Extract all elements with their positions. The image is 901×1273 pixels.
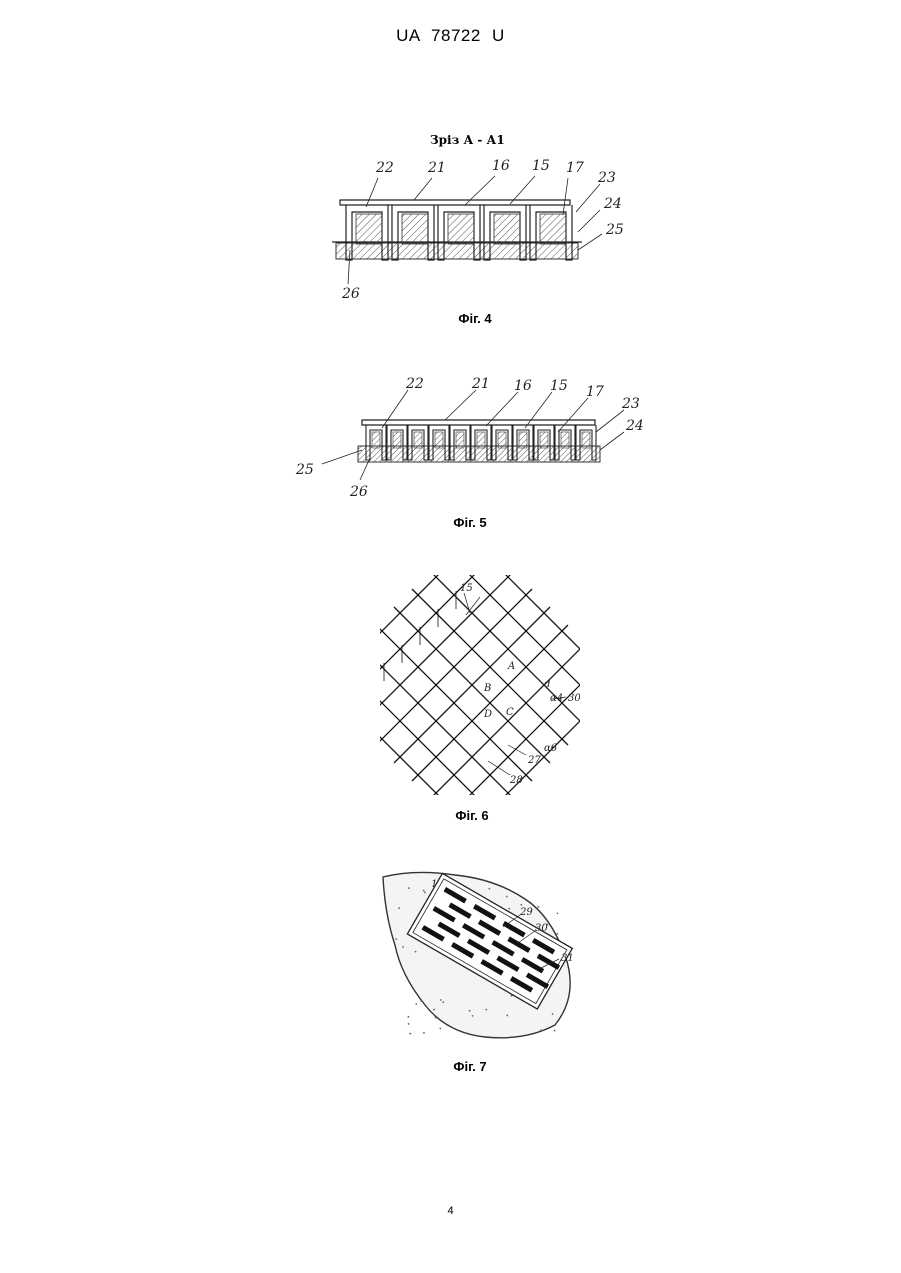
figure-5-drawing: 22 21 16 15 17 23 24 25 26	[290, 370, 670, 510]
fig4-label-24: 24	[603, 196, 622, 212]
fig7-speckle	[520, 904, 522, 906]
fig4-cell-fill	[448, 214, 474, 244]
fig4-cell-fill	[494, 214, 520, 244]
fig4-label-26: 26	[341, 286, 360, 302]
fig5-label-15: 15	[550, 378, 568, 394]
fig5-cell-fill	[540, 432, 548, 448]
figure-6-drawing: 15 27 28 30 A B C D α6 α4 d	[380, 575, 580, 795]
fig7-label-1: 1	[431, 879, 437, 890]
fig5-cell-fill	[435, 432, 443, 448]
fig7-speckle	[423, 1032, 425, 1034]
fig6-label-15: 15	[460, 583, 473, 594]
fig6-label-d: D	[483, 709, 492, 720]
fig5-cell-fill	[582, 432, 590, 448]
fig7-speckle	[420, 1000, 422, 1002]
document-number: UA 78722 U	[0, 26, 901, 46]
fig4-label-17: 17	[566, 160, 584, 176]
fig5-label-23: 23	[621, 396, 640, 412]
fig7-label-30: 30	[535, 923, 548, 934]
fig6-grid-line	[380, 679, 478, 795]
fig7-speckle	[423, 890, 425, 892]
fig5-cell-fill	[498, 432, 506, 448]
fig7-speckle	[398, 907, 400, 909]
fig5-cell-fill	[519, 432, 527, 448]
fig7-speckle	[395, 938, 397, 940]
fig4-cell-fill	[540, 214, 566, 244]
fig7-speckle	[415, 1003, 417, 1005]
fig5-cell-fill	[456, 432, 464, 448]
fig7-speckle	[440, 999, 442, 1001]
fig6-label-28: 28	[509, 775, 523, 786]
fig6-label-d2: d	[544, 679, 550, 690]
fig5-label-26: 26	[349, 484, 368, 500]
fig7-speckle	[506, 1015, 508, 1017]
figure-5-caption: Фіг. 5	[370, 515, 570, 530]
fig7-speckle	[424, 892, 426, 894]
fig7-speckle	[408, 887, 410, 889]
fig5-label-22: 22	[405, 376, 424, 392]
fig7-speckle	[415, 951, 417, 953]
fig7-speckle	[472, 1015, 474, 1017]
fig5-cell-fill	[477, 432, 485, 448]
fig6-label-c: C	[506, 707, 514, 718]
fig4-label-25: 25	[605, 222, 624, 238]
fig7-speckle	[433, 1009, 435, 1011]
fig7-speckle	[508, 908, 510, 910]
fig7-speckle	[469, 1010, 471, 1012]
fig6-grid-line	[380, 643, 514, 795]
fig4-cell-fill	[402, 214, 428, 244]
fig4-label-16: 16	[492, 158, 510, 174]
fig4-label-15: 15	[532, 158, 550, 174]
fig6-label-a6: α6	[544, 743, 558, 754]
fig6-label-b: B	[483, 683, 491, 694]
fig7-speckle	[557, 912, 559, 914]
fig6-label-30: 30	[568, 693, 580, 704]
fig4-label-22: 22	[375, 160, 394, 176]
fig7-speckle	[552, 1013, 554, 1015]
figure-6-caption: Фіг. 6	[372, 808, 572, 823]
figure-4-caption: Фіг. 4	[375, 311, 575, 326]
fig7-speckle	[407, 1016, 409, 1018]
fig5-label-16: 16	[514, 378, 532, 394]
fig7-speckle	[554, 1030, 556, 1032]
fig4-label-23: 23	[597, 170, 616, 186]
fig7-speckle	[402, 946, 404, 948]
fig7-speckle	[439, 1028, 441, 1030]
fig7-speckle	[556, 933, 558, 935]
fig7-speckle	[442, 1001, 444, 1003]
fig7-speckle	[435, 1017, 437, 1019]
fig5-cell-fill	[393, 432, 401, 448]
fig5-label-24: 24	[625, 418, 644, 434]
fig5-cell-fill	[414, 432, 422, 448]
fig6-label-a: A	[507, 661, 515, 672]
fig7-speckle	[537, 906, 539, 908]
fig7-speckle	[488, 888, 490, 890]
page-number: 4	[0, 1205, 901, 1217]
fig5-label-25: 25	[295, 462, 314, 478]
section-title: Зріз А - А1	[430, 133, 505, 147]
fig5-label-21: 21	[471, 376, 490, 392]
fig5-cell-fill	[372, 432, 380, 448]
fig7-speckle	[540, 1029, 542, 1031]
figure-7-caption: Фіг. 7	[370, 1059, 570, 1074]
fig7-speckle	[485, 1009, 487, 1011]
fig6-grid-line	[380, 575, 514, 727]
fig4-cell-fill	[356, 214, 382, 244]
fig5-cell-fill	[561, 432, 569, 448]
fig4-label-21: 21	[427, 160, 446, 176]
fig7-speckle	[408, 1023, 410, 1025]
fig7-label-31: 31	[561, 953, 574, 964]
figure-7-drawing: 29 30 31 1	[375, 865, 595, 1050]
figure-4-drawing: 22 21 16 15 17 23 24 25 26	[320, 150, 650, 310]
fig7-label-29: 29	[519, 907, 533, 918]
fig6-label-27: 27	[527, 755, 541, 766]
fig5-label-17: 17	[586, 384, 604, 400]
fig7-speckle	[409, 1033, 411, 1035]
fig7-speckle	[506, 896, 508, 898]
